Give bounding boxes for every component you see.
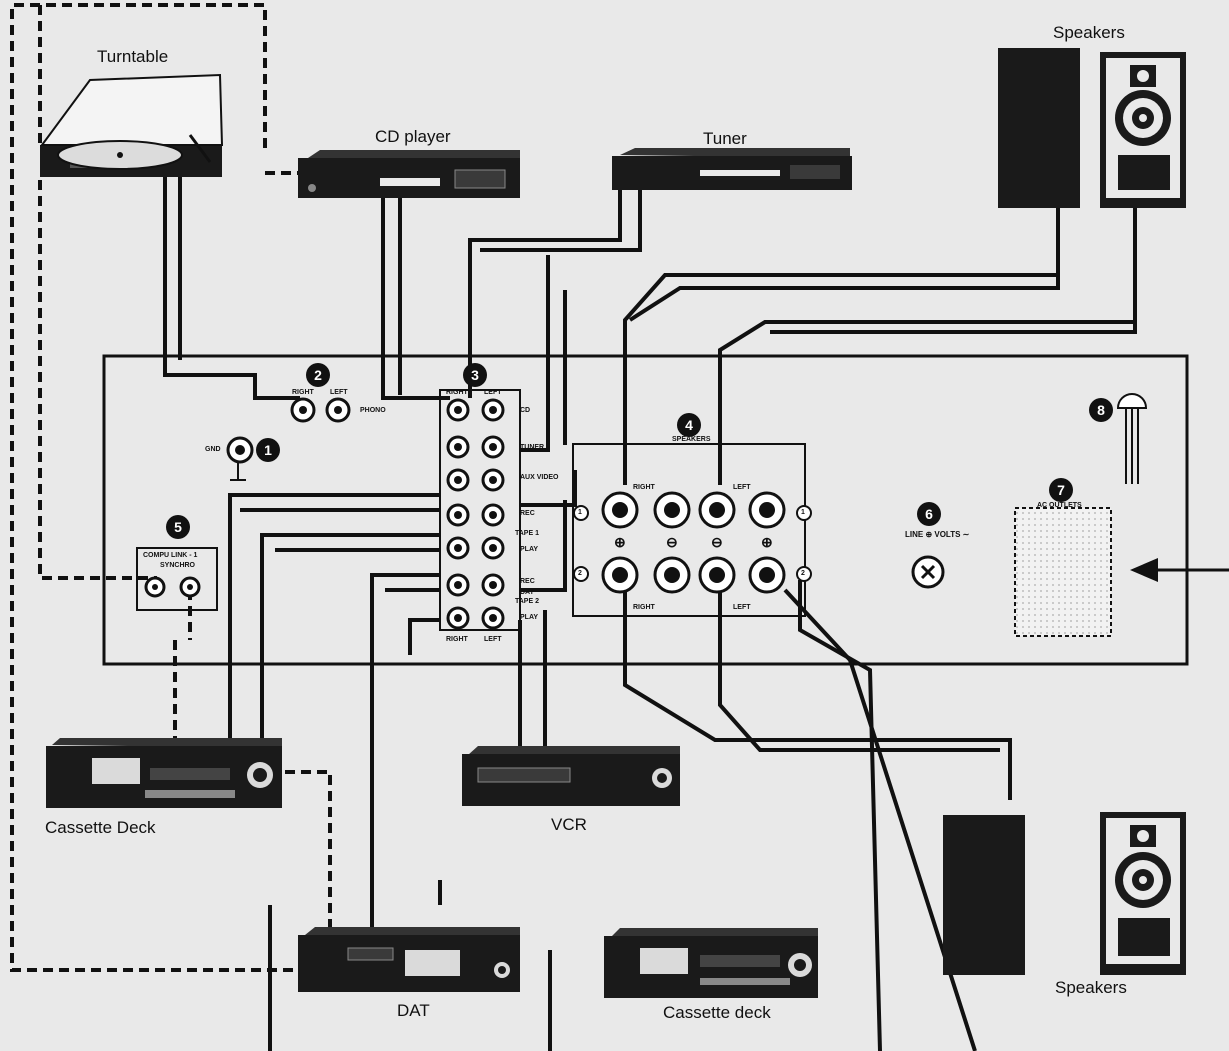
callout-1: 1 — [256, 438, 280, 462]
input-right-label: RIGHT — [446, 389, 468, 396]
terminal-2-right: 2 — [801, 570, 805, 577]
voltage-selector — [911, 555, 945, 589]
minus-terminal-icon: ⊖ — [711, 534, 723, 550]
dat-device — [298, 927, 520, 992]
speakers-top-pair — [998, 48, 1186, 208]
tape2-rec-label: REC — [520, 578, 535, 585]
cassette-deck-right-device — [604, 928, 818, 998]
terminal-2-left: 2 — [578, 570, 582, 577]
cassette-deck-left-device — [46, 738, 282, 808]
bottom-left-label: LEFT — [484, 636, 502, 643]
tuner-input-label: TUNER — [520, 444, 545, 451]
tape1-label: TAPE 1 — [515, 530, 539, 537]
dat-input-label: DAT — [520, 589, 534, 596]
gnd-terminal — [226, 436, 254, 481]
speaker-terminal-panel — [572, 443, 812, 617]
cassette-deck-left-label: Cassette Deck — [45, 818, 156, 837]
bottom-right-label: RIGHT — [446, 636, 468, 643]
callout-7: 7 — [1049, 478, 1073, 502]
vcr-device — [462, 746, 680, 806]
speaker-right-bottom-label: RIGHT — [633, 604, 655, 611]
turntable-device — [40, 73, 224, 177]
callout-6: 6 — [917, 502, 941, 526]
cd-input-label: CD — [520, 407, 531, 414]
cd-player-device — [298, 150, 520, 198]
phono-left-label: LEFT — [330, 389, 348, 396]
tape1-play-label: PLAY — [520, 546, 539, 553]
turntable-label: Turntable — [97, 47, 169, 66]
line-volts-label: LINE ⊕ VOLTS ∼ — [905, 530, 970, 539]
cassette-deck-right-label: Cassette deck — [663, 1003, 771, 1022]
input-jack-panel — [439, 389, 521, 631]
phono-label: PHONO — [360, 407, 386, 414]
dat-label: DAT — [397, 1001, 430, 1020]
speaker-left-top-label: LEFT — [733, 484, 751, 491]
callout-5: 5 — [166, 515, 190, 539]
cd-player-label: CD player — [375, 127, 451, 146]
speaker-left-bottom-label: LEFT — [733, 604, 751, 611]
vcr-label: VCR — [551, 815, 587, 834]
power-plug-icon — [1116, 393, 1148, 484]
signal-cables — [163, 175, 1137, 1051]
compu-link-box — [136, 547, 218, 611]
callout-8: 8 — [1089, 398, 1113, 422]
tuner-label: Tuner — [703, 129, 747, 148]
speakers-bottom-pair — [943, 812, 1186, 975]
plus-terminal-icon: ⊕ — [614, 534, 626, 550]
synchro-label: SYNCHRO — [160, 562, 196, 569]
tape1-rec-label: REC — [520, 510, 535, 517]
callout-3: 3 — [463, 363, 487, 387]
callout-2: 2 — [306, 363, 330, 387]
arrow-left-icon — [1130, 558, 1229, 582]
plus-terminal-icon: ⊕ — [761, 534, 773, 550]
ac-outlets-panel — [1014, 507, 1112, 637]
ac-outlets-label: AC OUTLETS — [1037, 502, 1082, 509]
compu-link-label: COMPU LINK - 1 — [143, 552, 198, 559]
callout-4: 4 — [677, 413, 701, 437]
input-left-label: LEFT — [484, 389, 502, 396]
speakers-panel-label: SPEAKERS — [672, 436, 711, 443]
amplifier-rear-panel — [102, 354, 1189, 666]
tuner-device — [612, 148, 852, 190]
aux-video-label: AUX VIDEO — [520, 474, 559, 481]
speakers-top-label: Speakers — [1053, 23, 1125, 42]
tape2-label: TAPE 2 — [515, 598, 539, 605]
speaker-right-top-label: RIGHT — [633, 484, 655, 491]
minus-terminal-icon: ⊖ — [666, 534, 678, 550]
speakers-bottom-label: Speakers — [1055, 978, 1127, 997]
phono-right-label: RIGHT — [292, 389, 314, 396]
tape2-play-label: PLAY — [520, 614, 539, 621]
terminal-1-left: 1 — [578, 509, 582, 516]
gnd-label: GND — [205, 446, 221, 453]
terminal-1-right: 1 — [801, 509, 805, 516]
